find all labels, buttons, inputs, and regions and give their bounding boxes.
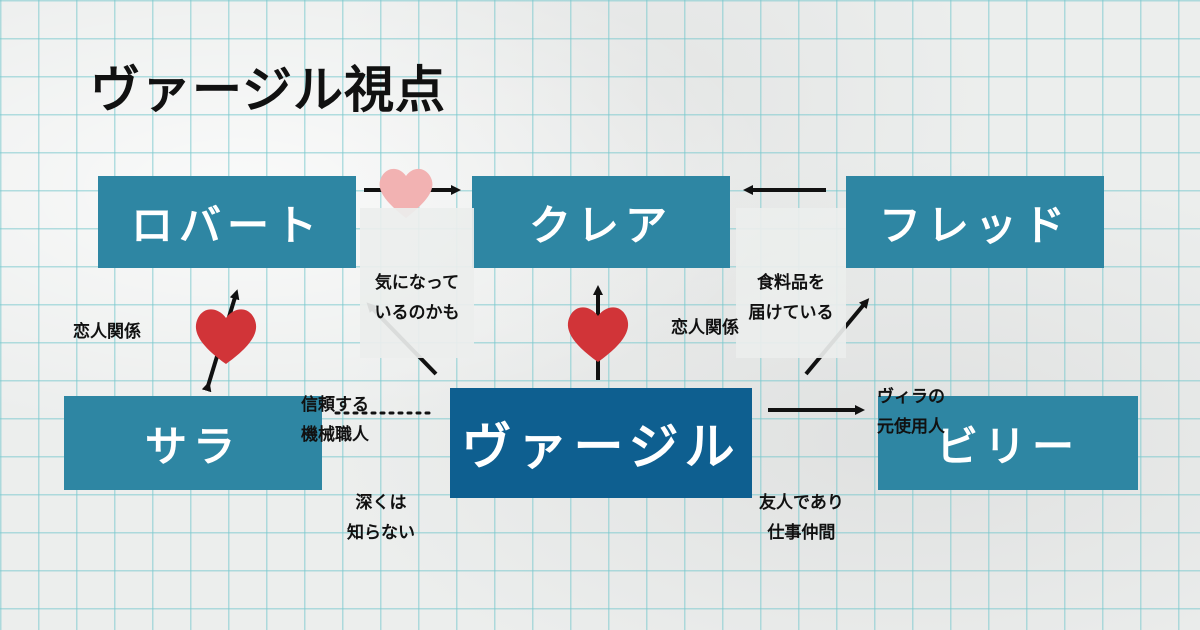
heart-red-icon — [567, 307, 629, 362]
label-robert-claire: 気になっているのかも — [360, 208, 474, 358]
label-virgil-billy: 友人であり仕事仲間 — [759, 493, 844, 543]
node-fred: フレッド — [846, 176, 1104, 268]
label-virgil-claire: 恋人関係 — [671, 318, 739, 338]
node-robert: ロバート — [98, 176, 356, 268]
node-virgil: ヴァージル — [450, 388, 752, 498]
label-fred-claire: 食料品を届けている — [736, 208, 846, 358]
node-sara: サラ — [64, 396, 322, 490]
label-virgil-sara: 深くは知らない — [347, 493, 415, 543]
node-claire: クレア — [472, 176, 730, 268]
diagram-title: ヴァージル視点 — [90, 61, 446, 119]
label-virgil-robert: 信頼する機械職人 — [301, 395, 369, 445]
heart-red-icon — [195, 309, 257, 364]
node-billy: ビリー — [878, 396, 1138, 490]
heart-pink-icon — [379, 168, 433, 218]
label-virgil-fred: ヴィラの元使用人 — [877, 387, 945, 437]
label-robert-sara: 恋人関係 — [73, 322, 141, 342]
